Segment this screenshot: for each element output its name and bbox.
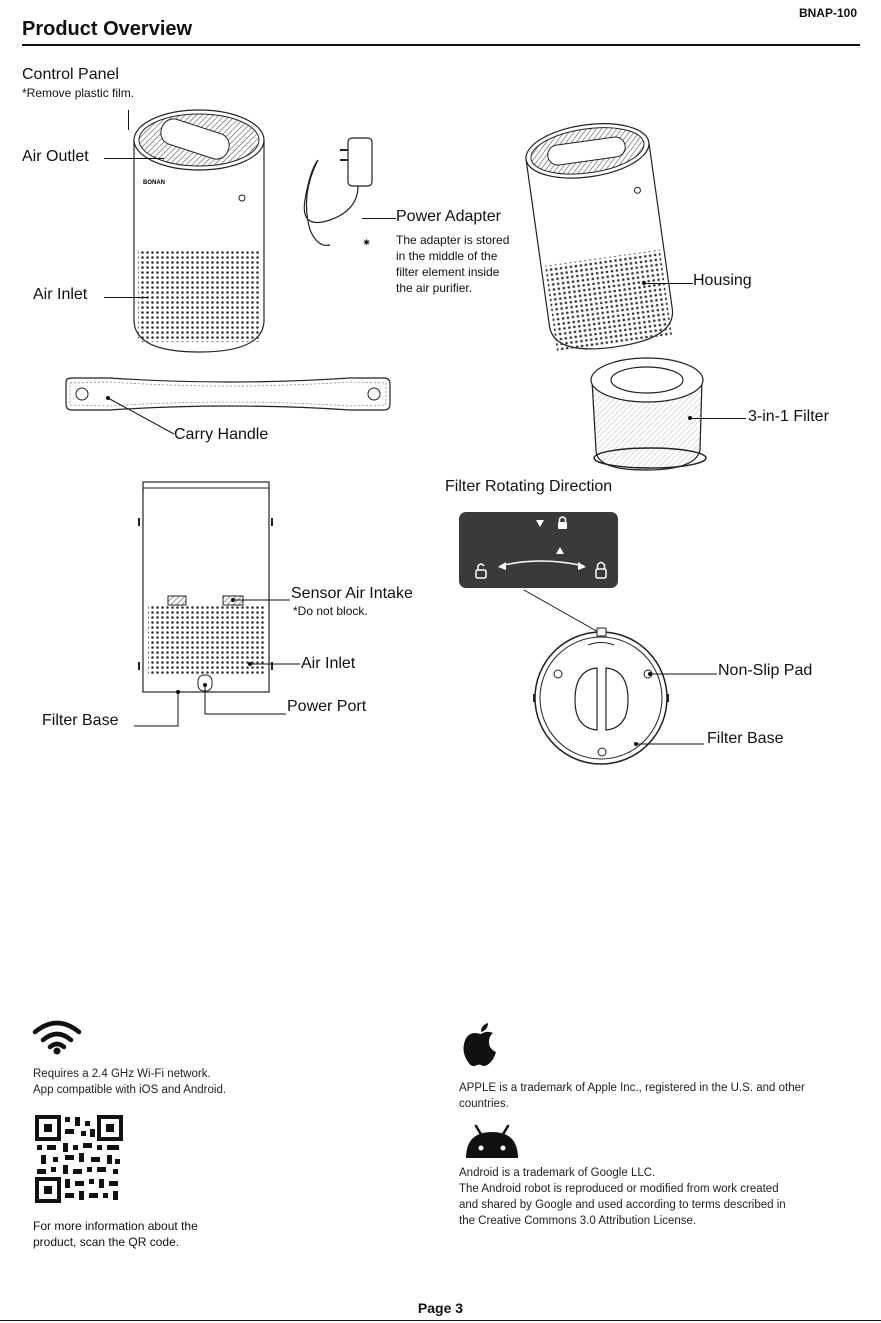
- qr-code[interactable]: [35, 1115, 123, 1203]
- adapter-note: The adapter is stored in the middle of t…: [396, 233, 510, 295]
- filter-base-label-left: Filter Base: [42, 712, 119, 729]
- power-port-label: Power Port: [287, 698, 367, 715]
- air-inlet-label-top: Air Inlet: [33, 286, 88, 303]
- air-inlet-label-back: Air Inlet: [301, 655, 356, 672]
- filter-label: 3-in-1 Filter: [748, 408, 829, 425]
- unlock-icon: [475, 563, 487, 579]
- lock-icon: [558, 516, 567, 529]
- header-rule: [22, 44, 860, 46]
- air-outlet-label: Air Outlet: [22, 148, 89, 165]
- model-number: BNAP-100: [798, 6, 857, 20]
- non-slip-pad-label: Non-Slip Pad: [718, 662, 813, 679]
- svg-text:BONAN: BONAN: [143, 180, 165, 186]
- housing-label: Housing: [693, 272, 752, 289]
- android-trademark: Android is a trademark of Google LLC. Th…: [459, 1167, 786, 1227]
- footer-rule: [0, 1320, 881, 1321]
- sensor-air-intake-label: Sensor Air Intake: [291, 585, 413, 602]
- carry-handle-label: Carry Handle: [174, 426, 269, 443]
- remove-film-note: *Remove plastic film.: [22, 86, 135, 100]
- wifi-icon: [32, 1020, 82, 1055]
- wifi-requirements: Requires a 2.4 GHz Wi-Fi network. App co…: [33, 1068, 227, 1096]
- svg-text:⁕: ⁕: [362, 236, 371, 249]
- apple-trademark: APPLE is a trademark of Apple Inc., regi…: [459, 1082, 805, 1110]
- page-number: Page 3: [417, 1300, 464, 1316]
- apple-icon: [463, 1023, 496, 1067]
- do-not-block-note: *Do not block.: [293, 604, 368, 618]
- qr-info: For more information about the product, …: [33, 1219, 198, 1249]
- lock-icon: [595, 561, 607, 579]
- android-icon: [466, 1124, 518, 1158]
- filter-base-label-right: Filter Base: [707, 730, 784, 747]
- control-panel-label: Control Panel: [22, 66, 119, 83]
- filter-rotating-label: Filter Rotating Direction: [445, 478, 613, 495]
- page-title: Product Overview: [22, 18, 193, 40]
- power-adapter-label: Power Adapter: [396, 208, 501, 225]
